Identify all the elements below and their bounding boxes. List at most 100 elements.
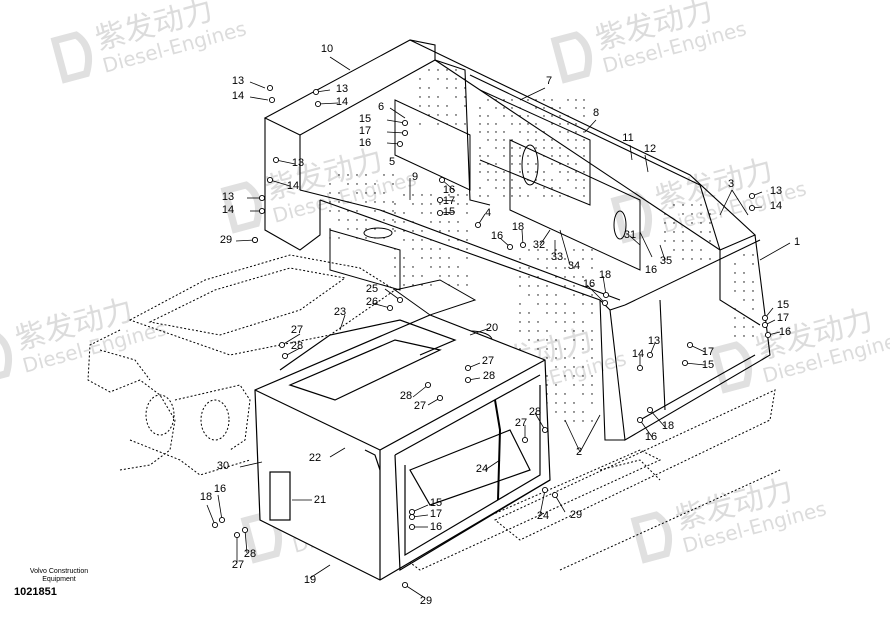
callout-33: 33 [551,251,563,263]
bolt-icon [408,508,416,516]
chassis-outline [87,254,781,571]
bolt-icon [464,364,472,372]
bolt-icon [401,581,409,589]
bolt-icon [761,314,769,322]
bolt-icon [551,491,559,499]
callout-28: 28 [400,390,412,402]
callout-15: 15 [777,299,789,311]
callout-28: 28 [529,406,541,418]
callout-14: 14 [222,204,234,216]
callout-4: 4 [485,207,491,219]
drawing-code: 1021851 [14,586,57,598]
callout-16: 16 [583,278,595,290]
bolt-icon [541,486,549,494]
callout-3: 3 [728,178,734,190]
bolt-icon [268,96,276,104]
bolt-icon [541,426,549,434]
callout-13: 13 [770,185,782,197]
callout-16: 16 [430,521,442,533]
bolt-icon [218,516,226,524]
bolt-icon [408,513,416,521]
manufacturer-line-1: Volvo Construction [29,568,89,575]
bolt-icon [761,321,769,329]
callout-23: 23 [334,306,346,318]
callout-13: 13 [336,83,348,95]
callout-26: 26 [366,296,378,308]
bolt-icon [386,304,394,312]
callout-14: 14 [770,200,782,212]
callout-27: 27 [482,355,494,367]
bolt-icon [233,531,241,539]
bolt-icon [211,521,219,529]
callout-5: 5 [389,156,395,168]
callout-7: 7 [546,75,552,87]
callout-28: 28 [244,548,256,560]
callout-30: 30 [217,460,229,472]
title-block: Volvo Construction Equipment 1021851 [14,568,104,598]
bolt-icon [278,341,286,349]
callout-18: 18 [200,491,212,503]
callout-32: 32 [533,239,545,251]
bolt-icon [681,359,689,367]
bolt-icon [396,296,404,304]
callout-14: 14 [632,348,644,360]
callout-31: 31 [624,229,636,241]
callout-8: 8 [593,107,599,119]
bolt-icon [436,196,444,204]
callout-14: 14 [336,96,348,108]
bolt-icon [266,84,274,92]
bolt-icon [436,209,444,217]
callout-13: 13 [648,335,660,347]
callout-15: 15 [702,359,714,371]
callout-13: 13 [292,157,304,169]
callout-15: 15 [443,206,455,218]
callout-16: 16 [645,431,657,443]
bolt-icon [258,194,266,202]
bolt-icon [272,156,280,164]
bolt-icon [748,192,756,200]
bolt-icon [408,523,416,531]
bolt-icon [686,341,694,349]
callout-13: 13 [232,75,244,87]
callout-18: 18 [512,221,524,233]
bolt-icon [601,299,609,307]
bolt-icon [401,129,409,137]
bolt-icon [602,291,610,299]
callout-27: 27 [291,324,303,336]
bolt-icon [506,243,514,251]
callout-18: 18 [662,420,674,432]
callout-20: 20 [486,322,498,334]
callout-21: 21 [314,494,326,506]
bolt-icon [241,526,249,534]
bolt-icon [464,376,472,384]
bolt-icon [436,394,444,402]
callout-11: 11 [622,132,633,144]
callout-29: 29 [420,595,432,607]
manufacturer-line-2: Equipment [42,576,76,583]
callout-16: 16 [359,137,371,149]
callout-35: 35 [660,255,672,267]
bolt-icon [438,176,446,184]
callout-29: 29 [220,234,232,246]
fastener-hardware [211,84,772,589]
callout-16: 16 [779,326,791,338]
callout-9: 9 [412,171,418,183]
callout-15: 15 [359,113,371,125]
callout-17: 17 [430,508,442,520]
bolt-icon [266,176,274,184]
bolt-icon [258,207,266,215]
bolt-icon [646,351,654,359]
bolt-icon [519,241,527,249]
rear-frame [263,39,771,441]
callout-10: 10 [321,43,333,55]
callout-17: 17 [443,195,455,207]
callout-2: 2 [576,446,582,458]
